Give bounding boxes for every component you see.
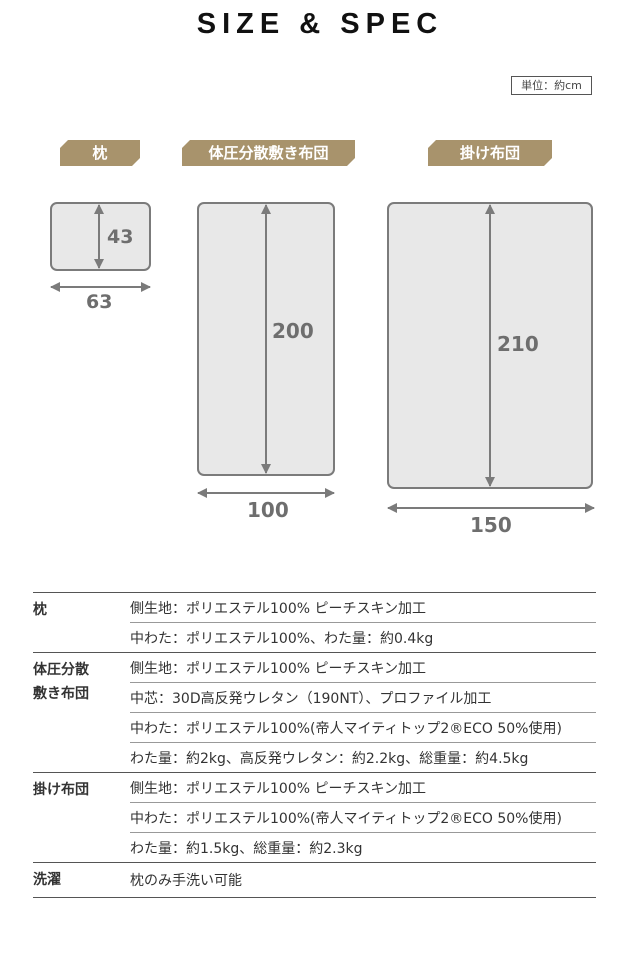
pillow-height-label: 43 — [105, 226, 136, 248]
badge-mattress: 体圧分散敷き布団 — [182, 140, 355, 166]
table-row: 掛け布団 側生地：ポリエステル100% ピーチスキン加工 — [33, 772, 596, 863]
table-row: 枕 側生地：ポリエステル100% ピーチスキン加工 — [33, 592, 596, 653]
table-row: わた量：約1.5kg、総重量：約2.3kg — [33, 832, 596, 863]
table-row: わた量：約2kg、高反発ウレタン：約2.2kg、総重量：約4.5kg — [33, 742, 596, 773]
comforter-width-label: 150 — [470, 513, 512, 537]
spec-value: 中わた：ポリエステル100%(帝人マイティトップ2®ECO 50%使用) — [130, 802, 596, 833]
category-pillow: 枕 — [33, 592, 130, 653]
spec-value: わた量：約1.5kg、総重量：約2.3kg — [130, 832, 596, 863]
spec-value: 中わた：ポリエステル100%、わた量：約0.4kg — [130, 622, 596, 653]
category-comforter: 掛け布団 — [33, 772, 130, 863]
comforter-height-label: 210 — [495, 332, 541, 356]
table-row: 中わた：ポリエステル100%、わた量：約0.4kg — [33, 622, 596, 653]
mattress-width-label: 100 — [247, 498, 289, 522]
pillow-width-label: 63 — [86, 291, 113, 313]
dimension-arrows-icon — [50, 204, 595, 513]
table-row: 体圧分散 敷き布団 側生地：ポリエステル100% ピーチスキン加工 — [33, 652, 596, 773]
spec-value: 中わた：ポリエステル100%(帝人マイティトップ2®ECO 50%使用) — [130, 712, 596, 743]
spec-value: 中芯：30D高反発ウレタン（190NT）、プロファイル加工 — [130, 682, 596, 713]
unit-label: 単位：約cm — [511, 76, 592, 95]
spec-value: 側生地：ポリエステル100% ピーチスキン加工 — [130, 592, 596, 623]
table-row: 中芯：30D高反発ウレタン（190NT）、プロファイル加工 — [33, 682, 596, 713]
table-row: 洗濯 枕のみ手洗い可能 — [33, 862, 596, 898]
table-row: 中わた：ポリエステル100%(帝人マイティトップ2®ECO 50%使用) — [33, 712, 596, 743]
category-mattress: 体圧分散 敷き布団 — [33, 652, 130, 773]
spec-table: 枕 側生地：ポリエステル100% ピーチスキン加工 中わた：ポリエステル100%… — [33, 592, 596, 898]
mattress-height-label: 200 — [270, 319, 316, 343]
badge-comforter: 掛け布団 — [428, 140, 552, 166]
category-line: 体圧分散 — [33, 662, 89, 678]
category-line: 敷き布団 — [33, 686, 89, 702]
page-title: SIZE & SPEC — [196, 8, 444, 40]
badge-pillow: 枕 — [60, 140, 140, 166]
spec-value: 枕のみ手洗い可能 — [130, 862, 596, 898]
spec-value: 側生地：ポリエステル100% ピーチスキン加工 — [130, 772, 596, 803]
category-washing: 洗濯 — [33, 862, 130, 898]
spec-value: わた量：約2kg、高反発ウレタン：約2.2kg、総重量：約4.5kg — [130, 742, 596, 773]
table-row: 中わた：ポリエステル100%(帝人マイティトップ2®ECO 50%使用) — [33, 802, 596, 833]
spec-value: 側生地：ポリエステル100% ピーチスキン加工 — [130, 652, 596, 683]
